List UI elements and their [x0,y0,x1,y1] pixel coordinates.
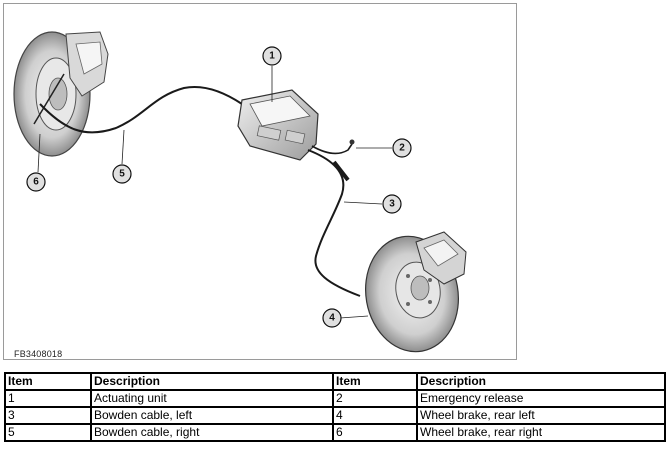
header-item: Item [332,372,418,391]
bowden-cable-left [307,149,361,297]
legend-table: Item Description Item Description 1 Actu… [4,372,666,442]
table-row: 3 Bowden cable, left 4 Wheel brake, rear… [4,406,666,425]
item-number: 2 [332,389,418,408]
item-description: Wheel brake, rear left [416,406,666,425]
svg-text:5: 5 [119,169,125,180]
svg-text:1: 1 [269,51,275,62]
svg-text:3: 3 [389,199,395,210]
item-description: Actuating unit [90,389,334,408]
svg-text:6: 6 [33,177,39,188]
item-number: 6 [332,423,418,442]
callout-6: 6 [26,172,46,192]
item-description: Wheel brake, rear right [416,423,666,442]
svg-text:4: 4 [329,313,335,324]
callout-5: 5 [112,164,132,184]
figure-frame: 1 2 3 4 5 6 FB3408018 [3,3,517,360]
callout-1: 1 [262,46,282,66]
item-description: Bowden cable, left [90,406,334,425]
table-row: 1 Actuating unit 2 Emergency release [4,389,666,408]
figure-code: FB3408018 [14,349,63,359]
emergency-release-handle [349,139,355,145]
item-number: 1 [4,389,92,408]
wheel-brake-rear-right [13,31,109,157]
callout-3: 3 [382,194,402,214]
header-description: Description [90,372,334,391]
item-number: 3 [4,406,92,425]
callout-4: 4 [322,308,342,328]
actuating-unit [237,89,319,161]
callout-2: 2 [392,138,412,158]
item-description: Emergency release [416,389,666,408]
item-number: 4 [332,406,418,425]
table-row: 5 Bowden cable, right 6 Wheel brake, rea… [4,423,666,442]
header-item: Item [4,372,92,391]
item-number: 5 [4,423,92,442]
bowden-cable-right [39,86,243,134]
header-description: Description [416,372,666,391]
legend-header-row: Item Description Item Description [4,372,666,391]
emergency-release [311,143,353,155]
wheel-brake-rear-left [364,231,467,353]
item-description: Bowden cable, right [90,423,334,442]
leader-lines [37,66,392,319]
svg-text:2: 2 [399,143,405,154]
parking-brake-diagram: 1 2 3 4 5 6 [13,31,467,353]
